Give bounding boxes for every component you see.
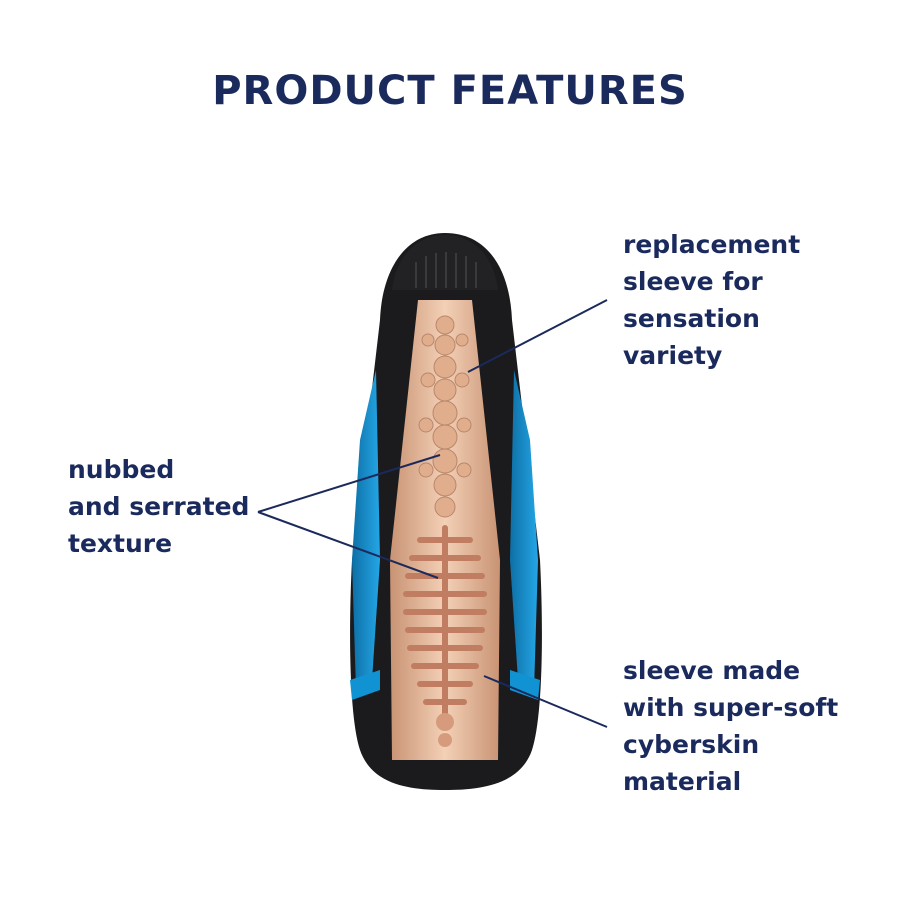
device-cap [392,235,498,290]
callout-line: cyberskin [623,730,760,759]
callout-line: with super-soft [623,693,839,722]
callout-line: nubbed [68,455,175,484]
leader-line-texture-lower [257,511,439,579]
leader-line-texture-upper [257,454,441,513]
callout-material: sleeve made with super-soft cyberskin ma… [623,652,838,800]
callout-line: texture [68,529,173,558]
callout-line: sleeve for [623,267,763,296]
callout-line: and serrated [68,492,250,521]
sleeve-nubs [418,315,472,518]
leader-line-material [483,675,608,728]
leader-line-replacement [467,299,608,373]
callout-texture: nubbed and serrated texture [68,451,249,562]
callout-line: replacement [623,230,801,259]
callout-line: variety [623,341,723,370]
blue-side-panel-left [352,370,380,690]
callout-lines [257,299,608,728]
sleeve-ribs [403,525,487,718]
sleeve-opening [400,760,490,785]
callout-replacement-sleeve: replacement sleeve for sensation variety [623,226,800,374]
callout-line: sensation [623,304,760,333]
page-title: PRODUCT FEATURES [212,68,688,114]
blue-side-panel-right [510,370,538,690]
callout-line: material [623,767,742,796]
callout-line: sleeve made [623,656,801,685]
sleeve-cutaway [390,300,500,785]
